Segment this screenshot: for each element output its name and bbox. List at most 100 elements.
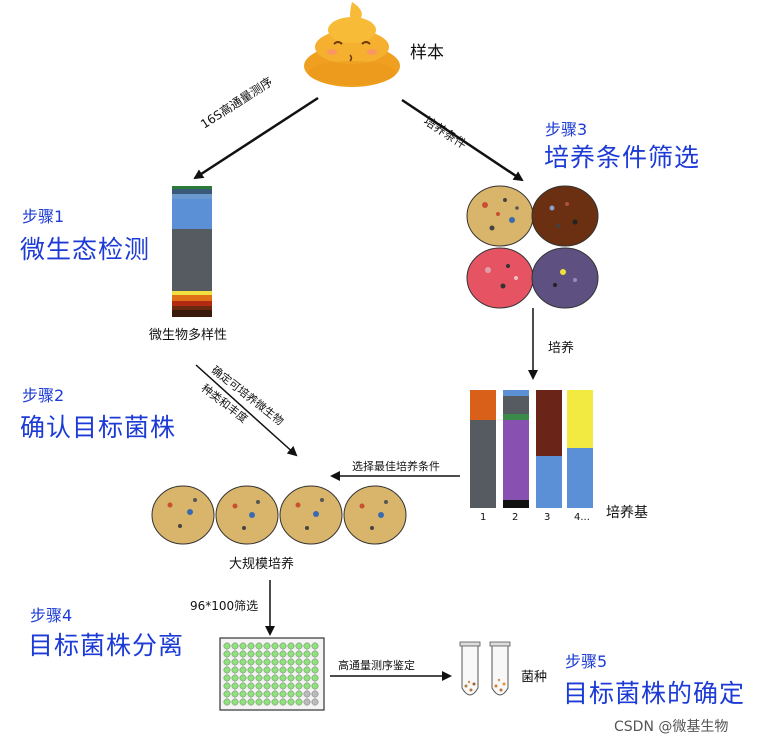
well — [303, 658, 311, 666]
well — [223, 698, 231, 706]
well — [295, 658, 303, 666]
well — [247, 658, 255, 666]
poop-icon — [304, 2, 400, 87]
diversity-label: 微生物多样性 — [149, 328, 228, 343]
well — [231, 690, 239, 698]
medium-bar-3 — [536, 390, 562, 508]
petri-dish-icon — [279, 485, 343, 545]
well — [287, 698, 295, 706]
well — [255, 666, 263, 674]
petri-dish-icon — [151, 485, 215, 545]
well — [311, 650, 319, 658]
well — [295, 682, 303, 690]
well — [231, 698, 239, 706]
test-tube-icon — [459, 641, 481, 696]
well — [271, 650, 279, 658]
strain-label: 菌种 — [521, 670, 548, 685]
well — [247, 698, 255, 706]
petri-dish-icon — [215, 485, 279, 545]
well — [239, 658, 247, 666]
step5-number: 步骤5 — [565, 652, 608, 671]
well — [311, 658, 319, 666]
arrow-label-select-best: 选择最佳培养条件 — [352, 460, 440, 473]
well — [239, 698, 247, 706]
well — [223, 650, 231, 658]
well — [295, 690, 303, 698]
medium-label: 培养基 — [606, 505, 648, 521]
well — [263, 690, 271, 698]
well — [239, 674, 247, 682]
well — [231, 642, 239, 650]
well — [223, 642, 231, 650]
well — [247, 682, 255, 690]
well — [255, 658, 263, 666]
well — [263, 666, 271, 674]
well — [247, 642, 255, 650]
well — [271, 666, 279, 674]
well — [223, 674, 231, 682]
well — [311, 642, 319, 650]
well — [247, 674, 255, 682]
well — [239, 666, 247, 674]
well — [239, 682, 247, 690]
well — [279, 674, 287, 682]
well — [303, 642, 311, 650]
step2-number: 步骤2 — [22, 386, 65, 405]
well — [311, 698, 319, 706]
well — [287, 658, 295, 666]
well — [231, 674, 239, 682]
medium-col-2: 2 — [512, 512, 519, 523]
well — [255, 674, 263, 682]
well — [295, 674, 303, 682]
arrow-step2-to-culture — [195, 364, 298, 457]
well — [263, 642, 271, 650]
well — [263, 674, 271, 682]
well — [255, 698, 263, 706]
well — [311, 682, 319, 690]
step4-number: 步骤4 — [30, 606, 73, 625]
well — [279, 642, 287, 650]
step3-title: 培养条件筛选 — [544, 143, 701, 172]
well — [295, 642, 303, 650]
well — [247, 666, 255, 674]
well — [303, 666, 311, 674]
petri-dish-icon — [466, 185, 534, 247]
well — [295, 650, 303, 658]
well — [239, 690, 247, 698]
petri-dish-icon — [343, 485, 407, 545]
well — [287, 690, 295, 698]
medium-bar-2 — [503, 390, 529, 508]
medium-col-4: 4... — [574, 512, 590, 523]
well — [239, 650, 247, 658]
well — [239, 642, 247, 650]
well — [271, 674, 279, 682]
petri-dish-icon — [531, 247, 599, 309]
well — [287, 666, 295, 674]
large-culture-label: 大规模培养 — [229, 557, 295, 572]
well — [247, 650, 255, 658]
well — [263, 698, 271, 706]
step1-number: 步骤1 — [22, 207, 65, 226]
well — [287, 642, 295, 650]
step4-title: 目标菌株分离 — [28, 631, 185, 660]
diversity-bar — [172, 186, 212, 317]
well — [223, 690, 231, 698]
arrow-label-hts: 高通量测序鉴定 — [338, 659, 415, 672]
arrow-label-96: 96*100筛选 — [190, 599, 259, 613]
medium-col-1: 1 — [480, 512, 487, 523]
well — [263, 682, 271, 690]
well — [223, 658, 231, 666]
well — [287, 674, 295, 682]
well — [303, 682, 311, 690]
well — [271, 698, 279, 706]
well — [263, 650, 271, 658]
well — [263, 658, 271, 666]
well — [231, 666, 239, 674]
well — [279, 658, 287, 666]
well — [295, 698, 303, 706]
test-tube-icon — [489, 641, 511, 696]
well — [231, 658, 239, 666]
well — [295, 666, 303, 674]
well — [271, 682, 279, 690]
